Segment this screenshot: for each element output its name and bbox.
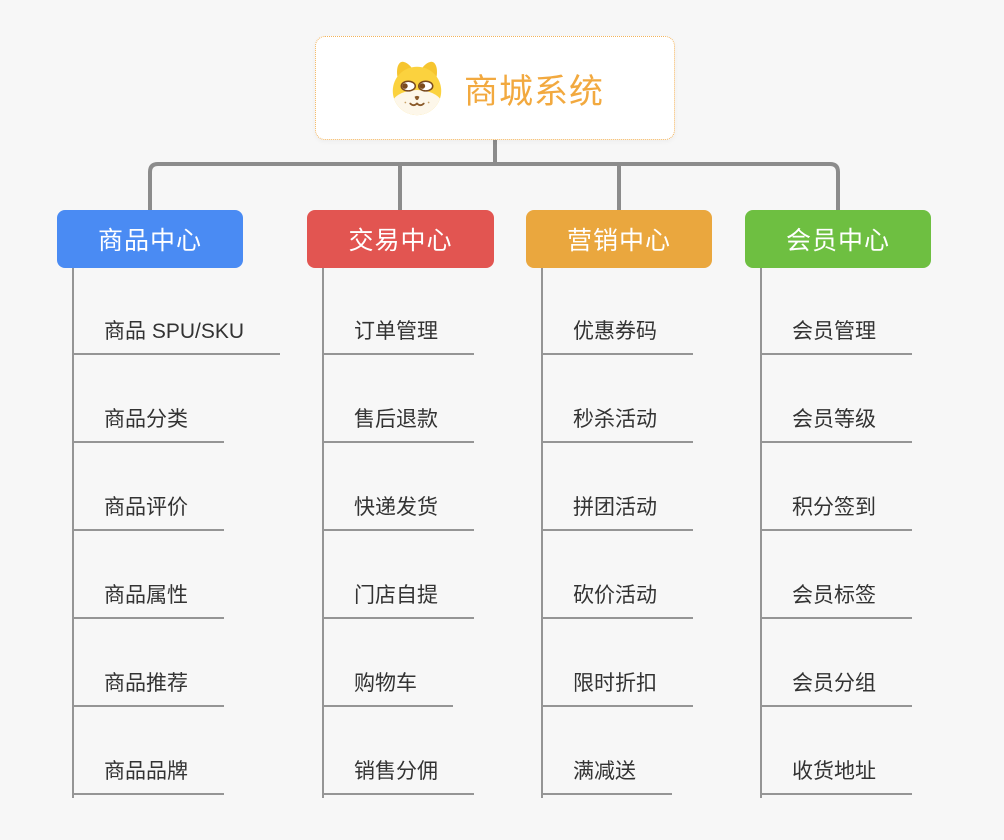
leaf-node[interactable]: 砍价活动 bbox=[543, 581, 693, 619]
branch-leaves: 商品 SPU/SKU 商品分类商品评价商品属性商品推荐商品品牌 bbox=[74, 268, 281, 795]
leaf-node[interactable]: 销售分佣 bbox=[324, 757, 474, 795]
leaf-node[interactable]: 订单管理 bbox=[324, 317, 474, 355]
branch-label: 营销中心 bbox=[566, 227, 671, 255]
leaf-node[interactable]: 商品评价 bbox=[74, 493, 224, 531]
branch-trade-center: 交易中心 订单管理售后退款快递发货门店自提购物车销售分佣 bbox=[307, 210, 494, 798]
branch-marketing-center: 营销中心 优惠券码秒杀活动拼团活动砍价活动限时折扣满减送 bbox=[526, 210, 712, 798]
branch-leaves: 优惠券码秒杀活动拼团活动砍价活动限时折扣满减送 bbox=[543, 268, 693, 795]
leaf-node[interactable]: 满减送 bbox=[543, 757, 672, 795]
branch-trunk-line bbox=[541, 268, 543, 798]
leaf-node[interactable]: 会员标签 bbox=[762, 581, 912, 619]
leaf-node[interactable]: 会员等级 bbox=[762, 405, 912, 443]
root-title: 商城系统 bbox=[464, 72, 604, 111]
leaf-node[interactable]: 购物车 bbox=[324, 669, 453, 707]
branch-label: 会员中心 bbox=[785, 227, 890, 255]
leaf-node[interactable]: 售后退款 bbox=[324, 405, 474, 443]
branch-trunk-line bbox=[322, 268, 324, 798]
leaf-node[interactable]: 商品 SPU/SKU bbox=[74, 317, 281, 355]
branch-bus-line bbox=[148, 162, 840, 210]
leaf-node[interactable]: 收货地址 bbox=[762, 757, 912, 795]
leaf-node[interactable]: 会员管理 bbox=[762, 317, 912, 355]
branch-label: 商品中心 bbox=[97, 227, 202, 255]
branch-trunk-line bbox=[72, 268, 74, 798]
branch-leaves: 会员管理会员等级积分签到会员标签会员分组收货地址 bbox=[762, 268, 912, 795]
branch-header-product-center[interactable]: 商品中心 bbox=[57, 210, 243, 268]
leaf-node[interactable]: 会员分组 bbox=[762, 669, 912, 707]
branch-header-trade-center[interactable]: 交易中心 bbox=[307, 210, 494, 268]
leaf-node[interactable]: 快递发货 bbox=[324, 493, 474, 531]
leaf-node[interactable]: 门店自提 bbox=[324, 581, 474, 619]
branch-header-marketing-center[interactable]: 营销中心 bbox=[526, 210, 712, 268]
branch-product-center: 商品中心 商品 SPU/SKU 商品分类商品评价商品属性商品推荐商品品牌 bbox=[57, 210, 281, 798]
branch-member-center: 会员中心 会员管理会员等级积分签到会员标签会员分组收货地址 bbox=[745, 210, 931, 798]
leaf-node[interactable]: 商品分类 bbox=[74, 405, 224, 443]
leaf-node[interactable]: 商品品牌 bbox=[74, 757, 224, 795]
leaf-node[interactable]: 秒杀活动 bbox=[543, 405, 693, 443]
leaf-node[interactable]: 商品推荐 bbox=[74, 669, 224, 707]
branch-leaves: 订单管理售后退款快递发货门店自提购物车销售分佣 bbox=[324, 268, 474, 795]
leaf-node[interactable]: 积分签到 bbox=[762, 493, 912, 531]
leaf-node[interactable]: 限时折扣 bbox=[543, 669, 693, 707]
leaf-node[interactable]: 商品属性 bbox=[74, 581, 224, 619]
dog-face-icon bbox=[392, 61, 442, 116]
branch-label: 交易中心 bbox=[348, 227, 453, 255]
leaf-node[interactable]: 拼团活动 bbox=[543, 493, 693, 531]
branch-header-member-center[interactable]: 会员中心 bbox=[745, 210, 931, 268]
branch-trunk-line bbox=[760, 268, 762, 798]
root-node[interactable]: 商城系统 bbox=[315, 36, 675, 140]
leaf-node[interactable]: 优惠券码 bbox=[543, 317, 693, 355]
